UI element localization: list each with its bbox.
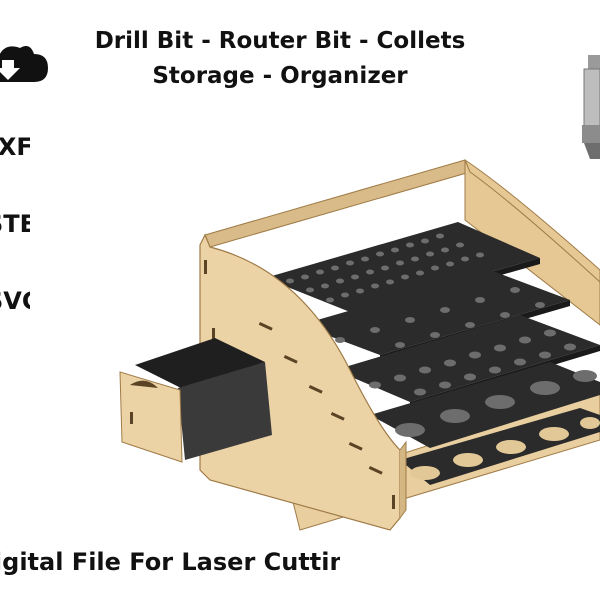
tray-4-holes	[395, 370, 597, 437]
tray-5-holes	[410, 417, 600, 480]
title-line-2: Storage - Organizer	[152, 63, 408, 89]
drawer	[119, 338, 272, 463]
cloud-download-icon	[0, 46, 48, 82]
format-step-label: STEP	[0, 210, 30, 238]
tray-2-holes	[335, 287, 545, 348]
organizer-render	[119, 159, 600, 531]
tray-3-holes	[369, 329, 576, 396]
footer-caption: Digital File For Laser Cutting	[0, 548, 340, 576]
router-collet-icon	[582, 55, 600, 159]
format-svg-label: SVG	[0, 287, 30, 315]
side-panel-slots	[204, 260, 395, 509]
title-line-1: Drill Bit - Router Bit - Collets	[94, 28, 466, 54]
tray-1-holes	[286, 233, 484, 303]
format-dxf-label: DXF	[0, 133, 30, 161]
